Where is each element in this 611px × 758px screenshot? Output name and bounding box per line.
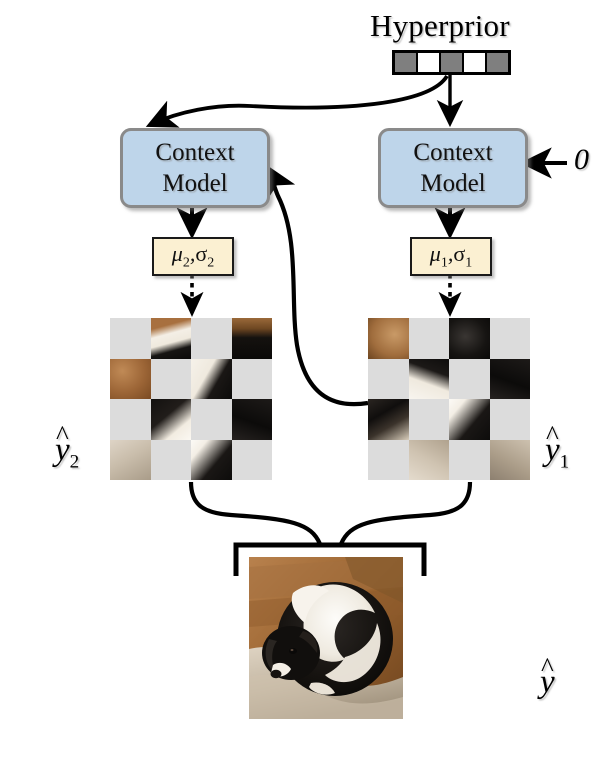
checker-tile [449, 358, 490, 399]
checker-tile [191, 358, 232, 399]
checker-tile [449, 439, 490, 480]
checker-tile [110, 399, 151, 440]
checker-tile [449, 318, 490, 359]
checker-tile [191, 318, 232, 359]
checker-tile [150, 318, 191, 359]
mu-sigma-2-comma: , [189, 241, 196, 267]
hyperprior-cell-4 [463, 52, 486, 73]
mu-2-subscript: 2 [182, 255, 190, 271]
y-hat-2-symbol: ^y [55, 420, 70, 469]
sigma-1-symbol: σ [453, 241, 466, 267]
circumflex-accent: ^ [540, 651, 554, 682]
hyperprior-cell-5 [486, 52, 509, 73]
zero-input-label: 0 [574, 143, 589, 176]
y-glyph: y [545, 432, 560, 468]
checker-tile [489, 358, 530, 399]
mu-sigma-1-comma: , [447, 241, 454, 267]
checker-tile [368, 358, 409, 399]
dog-photo [249, 557, 403, 719]
checker-tile [110, 318, 151, 359]
checker-tile [489, 439, 530, 480]
checker-tile [449, 399, 490, 440]
context-model-left-line2: Model [162, 170, 228, 197]
y-hat-1-subscript: 1 [559, 451, 570, 473]
y-glyph: y [55, 432, 70, 468]
checker-tile [408, 399, 449, 440]
checker-tile [191, 399, 232, 440]
checker-tile [231, 399, 272, 440]
hyperprior-cell-2 [417, 52, 440, 73]
hyperprior-label: Hyperprior [370, 8, 510, 43]
checker-tile [368, 439, 409, 480]
context-model-left-line1: Context [155, 139, 235, 166]
y-hat-2-checkerboard [110, 318, 272, 480]
y-hat-output-image [249, 557, 403, 719]
mu-sigma-2-box: μ2,σ2 [152, 237, 234, 276]
mu-1-subscript: 1 [440, 255, 448, 271]
context-model-right-line1: Context [413, 139, 493, 166]
sigma-2-subscript: 2 [207, 255, 215, 271]
edge-latents-merge [188, 481, 473, 545]
checker-tile [231, 358, 272, 399]
checker-tile [408, 318, 449, 359]
checker-tile [150, 439, 191, 480]
circumflex-accent: ^ [55, 419, 69, 450]
hyperprior-cell-1 [394, 52, 417, 73]
y-glyph: y [540, 664, 555, 700]
checker-tile [408, 439, 449, 480]
checker-tile [489, 399, 530, 440]
checker-tile [408, 358, 449, 399]
mu-2-symbol: μ [171, 241, 183, 267]
hyperprior-cell-3 [440, 52, 463, 73]
checker-tile [489, 318, 530, 359]
y-hat-1-label: ^y1 [545, 420, 570, 474]
mu-sigma-2-text: μ2,σ2 [172, 241, 214, 271]
y-hat-1-symbol: ^y [545, 420, 560, 469]
y-hat-1-checkerboard [368, 318, 530, 480]
mu-sigma-1-text: μ1,σ1 [430, 241, 472, 271]
checker-tile [110, 358, 151, 399]
edge-hyperprior-to-context-left [145, 74, 449, 128]
hyperprior-bar [392, 50, 511, 75]
checker-tile [191, 439, 232, 480]
edge-y-hat-1-to-context-left [264, 163, 369, 407]
checker-tile [150, 358, 191, 399]
mu-sigma-1-box: μ1,σ1 [410, 237, 492, 276]
checker-tile [368, 318, 409, 359]
y-hat-2-label: ^y2 [55, 420, 80, 474]
y-hat-output-label: ^y [540, 652, 555, 701]
checker-tile [231, 318, 272, 359]
circumflex-accent: ^ [545, 419, 559, 450]
checker-tile [368, 399, 409, 440]
sigma-2-symbol: σ [195, 241, 208, 267]
sigma-1-subscript: 1 [465, 255, 473, 271]
checker-tile [110, 439, 151, 480]
checker-tile [150, 399, 191, 440]
context-model-right-line2: Model [420, 170, 486, 197]
context-model-right-box[interactable]: Context Model [378, 128, 528, 208]
context-model-left-box[interactable]: Context Model [120, 128, 270, 208]
y-hat-symbol: ^y [540, 652, 555, 701]
mu-1-symbol: μ [429, 241, 441, 267]
checker-tile [231, 439, 272, 480]
y-hat-2-subscript: 2 [69, 451, 80, 473]
